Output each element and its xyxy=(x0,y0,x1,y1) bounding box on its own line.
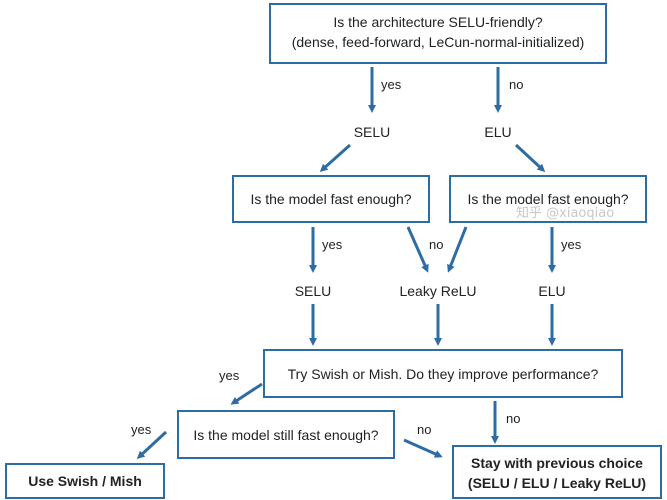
question-architecture-box xyxy=(269,3,607,64)
edge-label-q3-no: no xyxy=(506,411,520,426)
edge-label-q2-right-yes: yes xyxy=(561,237,582,252)
edge-label-q1-no: no xyxy=(509,77,523,92)
edge-label-q3-yes: yes xyxy=(219,368,240,383)
question-swish-mish: Try Swish or Mish. Do they improve perfo… xyxy=(288,366,599,382)
node-selu-mid: SELU xyxy=(295,283,332,299)
question-architecture-line1: Is the architecture SELU-friendly? xyxy=(333,14,543,30)
arrow-elu-to-q2-right xyxy=(514,143,546,173)
question-swish-mish-box xyxy=(263,349,623,398)
arrow-q3-yes xyxy=(230,382,263,405)
arrow-q2-left-no xyxy=(406,226,429,273)
arrow-selu-to-q2-left xyxy=(319,143,351,172)
arrow-q2-right-no xyxy=(447,226,468,273)
question-fast-enough-left-box xyxy=(232,175,430,223)
result-use-swish-mish-box xyxy=(5,463,165,499)
result-stay-previous-box xyxy=(452,445,662,499)
arrow-q4-no xyxy=(403,438,443,458)
question-fast-enough-right: Is the model fast enough? xyxy=(467,191,628,207)
edge-label-q4-yes: yes xyxy=(131,422,152,437)
edge-label-q4-no: no xyxy=(417,422,431,437)
question-still-fast: Is the model still fast enough? xyxy=(193,427,378,443)
arrow-q4-yes xyxy=(136,430,168,460)
edge-label-q2-left-no: no xyxy=(429,237,443,252)
node-selu-top: SELU xyxy=(354,124,391,140)
node-leaky-relu-mid: Leaky ReLU xyxy=(399,283,476,299)
node-elu-mid: ELU xyxy=(538,283,565,299)
result-use-swish-mish: Use Swish / Mish xyxy=(28,473,142,489)
question-architecture-line2: (dense, feed-forward, LeCun-normal-initi… xyxy=(292,34,585,50)
edge-label-q1-yes: yes xyxy=(381,77,402,92)
result-stay-previous-line1: Stay with previous choice xyxy=(471,455,643,471)
watermark-text: 知乎 @xiaoqiao xyxy=(516,205,614,221)
node-elu-top: ELU xyxy=(484,124,511,140)
question-fast-enough-right-box xyxy=(449,175,647,223)
question-still-fast-box xyxy=(177,410,395,459)
edge-label-q2-left-yes: yes xyxy=(322,237,343,252)
question-fast-enough-left: Is the model fast enough? xyxy=(250,191,411,207)
result-stay-previous-line2: (SELU / ELU / Leaky ReLU) xyxy=(468,475,646,491)
